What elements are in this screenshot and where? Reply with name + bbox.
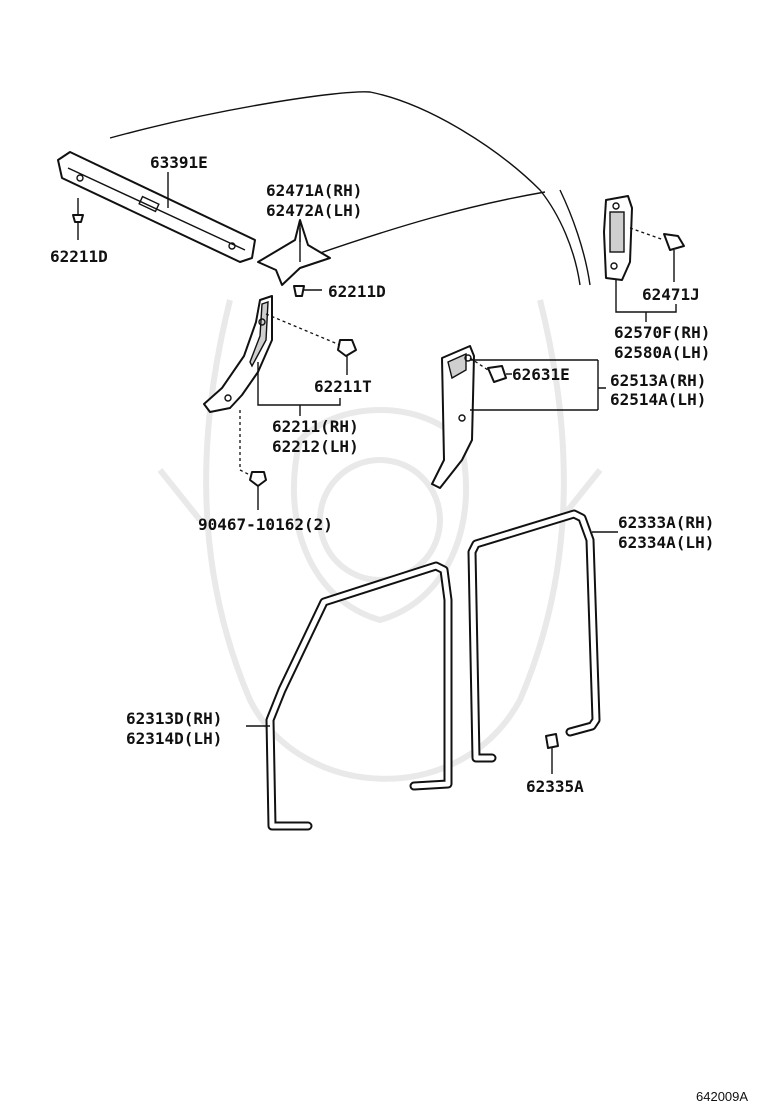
leader-62513A	[470, 359, 606, 411]
label-62471A: 62471A(RH)	[266, 181, 362, 200]
a-pillar-trim-part	[203, 295, 273, 413]
label-62514A: 62514A(LH)	[610, 390, 706, 409]
leader-62211	[257, 362, 341, 406]
illustration-code: 642009A	[696, 1089, 748, 1104]
label-62211D-left: 62211D	[50, 247, 108, 266]
clip-62211T	[337, 339, 357, 375]
label-62212: 62212(LH)	[272, 437, 359, 456]
dash-a-pillar-to-90467	[239, 410, 257, 479]
label-62211D-mid: 62211D	[328, 282, 386, 301]
label-62335A: 62335A	[526, 777, 584, 796]
header-trim-part	[57, 151, 256, 263]
label-62472A: 62472A(LH)	[266, 201, 362, 220]
label-62333A: 62333A(RH)	[618, 513, 714, 532]
label-62513A: 62513A(RH)	[610, 371, 706, 390]
clip-62471J	[663, 233, 685, 282]
label-62314D: 62314D(LH)	[126, 729, 222, 748]
label-62471J: 62471J	[642, 285, 700, 304]
b-pillar-trim-part	[431, 345, 475, 489]
clip-62211D-mid	[293, 285, 322, 297]
leader-62570F	[615, 280, 677, 322]
label-63391E: 63391E	[150, 153, 208, 172]
plug-62335A	[545, 733, 559, 774]
label-62211: 62211(RH)	[272, 417, 359, 436]
roof-side-line	[299, 191, 546, 261]
c-pillar-trim-part	[603, 195, 633, 281]
dash-a-pillar-to-62211T	[265, 313, 341, 346]
roof-rear-edge	[559, 189, 591, 286]
clip-90467	[249, 471, 267, 510]
label-62313D: 62313D(RH)	[126, 709, 222, 728]
label-62211T: 62211T	[314, 377, 372, 396]
dash-c-pillar-to-62471J	[629, 227, 665, 241]
clip-62211D-left	[72, 198, 84, 240]
rear-door-weatherstrip	[467, 509, 601, 763]
label-62580A: 62580A(LH)	[614, 343, 710, 362]
front-door-weatherstrip	[265, 561, 453, 831]
label-62334A: 62334A(LH)	[618, 533, 714, 552]
label-62631E: 62631E	[512, 365, 570, 384]
label-90467: 90467-10162(2)	[198, 515, 333, 534]
roof-outline	[109, 91, 581, 286]
corner-piece-part	[257, 219, 331, 286]
label-62570F: 62570F(RH)	[614, 323, 710, 342]
clip-62631E	[469, 357, 512, 383]
